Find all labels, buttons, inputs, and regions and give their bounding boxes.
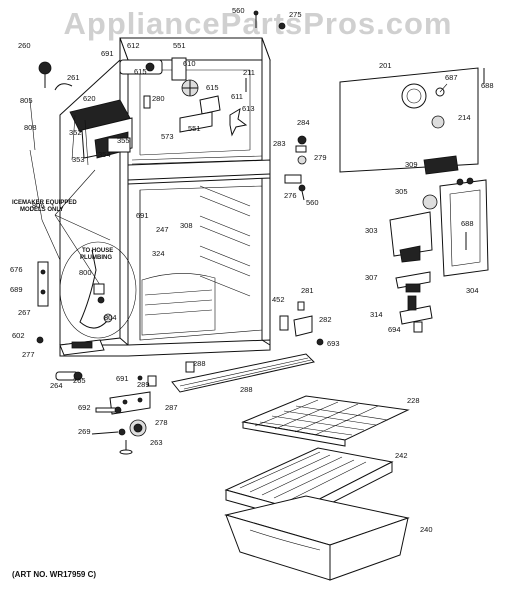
plumbing-note: TO HOUSE PLUMBING bbox=[80, 248, 113, 261]
part-callout-263: 263 bbox=[150, 438, 163, 447]
crisper-drawer bbox=[224, 495, 410, 581]
part-callout-242: 242 bbox=[395, 451, 408, 460]
part-callout-314: 314 bbox=[370, 310, 383, 319]
part-callout-261: 261 bbox=[67, 73, 80, 82]
part-callout-283: 283 bbox=[273, 139, 286, 148]
part-callout-355: 355 bbox=[117, 136, 130, 145]
part-callout-676: 676 bbox=[10, 265, 23, 274]
part-callout-688b: 688 bbox=[461, 219, 474, 228]
part-callout-805: 805 bbox=[20, 96, 33, 105]
part-callout-615a: 615 bbox=[134, 67, 147, 76]
part-callout-352: 352 bbox=[69, 128, 82, 137]
part-callout-354: 354 bbox=[98, 150, 111, 159]
part-callout-308: 308 bbox=[180, 221, 193, 230]
part-callout-688a: 688 bbox=[481, 81, 494, 90]
part-callout-551a: 551 bbox=[173, 41, 186, 50]
part-callout-687: 687 bbox=[445, 73, 458, 82]
part-callout-276: 276 bbox=[284, 191, 297, 200]
part-callout-694: 694 bbox=[388, 325, 401, 334]
part-callout-214: 214 bbox=[458, 113, 471, 122]
part-callout-277: 277 bbox=[22, 350, 35, 359]
part-callout-602: 602 bbox=[12, 331, 25, 340]
part-callout-691a: 691 bbox=[101, 49, 114, 58]
icemaker-assembly bbox=[69, 99, 133, 166]
part-callout-275: 275 bbox=[289, 10, 302, 19]
part-callout-612: 612 bbox=[127, 41, 140, 50]
part-callout-560a: 560 bbox=[232, 6, 245, 15]
icemaker-note-line-2: MODELS ONLY bbox=[20, 207, 63, 213]
part-callout-284: 284 bbox=[297, 118, 310, 127]
art-number: (ART NO. WR17959 C) bbox=[12, 570, 97, 579]
part-callout-260: 260 bbox=[18, 41, 31, 50]
part-callout-309: 309 bbox=[405, 160, 418, 169]
part-callout-269: 269 bbox=[78, 427, 91, 436]
wire-shelf bbox=[241, 395, 410, 447]
part-callout-264: 264 bbox=[50, 381, 63, 390]
part-callout-610: 610 bbox=[183, 59, 196, 68]
part-callout-691b: 691 bbox=[136, 211, 149, 220]
part-callout-560b: 560 bbox=[306, 198, 319, 207]
part-callout-280: 280 bbox=[152, 94, 165, 103]
leader-lines bbox=[29, 99, 111, 286]
part-callout-692: 692 bbox=[78, 403, 91, 412]
part-callout-353: 353 bbox=[72, 155, 85, 164]
bottom-left-parts bbox=[55, 339, 195, 387]
leveling-parts bbox=[91, 391, 151, 455]
part-callout-289: 289 bbox=[137, 380, 150, 389]
hinge-hardware bbox=[279, 301, 324, 346]
icemaker-note: ICEMAKER EQUIPPED MODELS ONLY bbox=[12, 200, 77, 213]
part-callout-288b: 288 bbox=[240, 385, 253, 394]
control-housing bbox=[422, 177, 489, 277]
part-callout-282: 282 bbox=[319, 315, 332, 324]
part-callout-305: 305 bbox=[395, 187, 408, 196]
part-callout-281: 281 bbox=[301, 286, 314, 295]
part-callout-228: 228 bbox=[407, 396, 420, 405]
part-callout-278: 278 bbox=[155, 418, 168, 427]
water-line-assembly bbox=[36, 241, 137, 344]
damper-control bbox=[389, 211, 433, 333]
evaporator-fan-assembly bbox=[119, 57, 248, 137]
plumbing-note-line-1: TO HOUSE bbox=[82, 248, 113, 254]
part-callout-693: 693 bbox=[327, 339, 340, 348]
part-callout-211: 211 bbox=[243, 68, 255, 77]
part-callout-247: 247 bbox=[156, 225, 169, 234]
part-callout-611: 611 bbox=[231, 92, 243, 101]
part-callout-806: 806 bbox=[32, 201, 45, 210]
part-callout-615b: 615 bbox=[206, 83, 219, 92]
base-grille bbox=[171, 353, 315, 393]
part-callout-201: 201 bbox=[379, 61, 392, 70]
icemaker-note-line-1: ICEMAKER EQUIPPED bbox=[12, 200, 77, 206]
control-label bbox=[423, 155, 459, 175]
part-callout-279: 279 bbox=[314, 153, 327, 162]
part-callout-573: 573 bbox=[161, 132, 174, 141]
part-callout-288a: 288 bbox=[193, 359, 206, 368]
part-callout-287: 287 bbox=[165, 403, 178, 412]
part-callout-265: 265 bbox=[73, 376, 86, 385]
top-hardware bbox=[253, 10, 307, 201]
part-callout-689: 689 bbox=[10, 285, 23, 294]
part-callout-240: 240 bbox=[420, 525, 433, 534]
part-callout-620: 620 bbox=[83, 94, 96, 103]
part-callout-808: 808 bbox=[24, 123, 37, 132]
evaporator-cover-panel bbox=[339, 67, 485, 173]
plumbing-note-line-2: PLUMBING bbox=[80, 255, 112, 261]
part-callout-304: 304 bbox=[466, 286, 479, 295]
part-callout-452: 452 bbox=[272, 295, 285, 304]
part-callout-551b: 551 bbox=[188, 124, 201, 133]
part-callout-303: 303 bbox=[365, 226, 378, 235]
cabinet bbox=[59, 37, 271, 357]
fill-tube-fitting bbox=[38, 61, 73, 91]
part-callout-267: 267 bbox=[18, 308, 31, 317]
part-callout-804: 804 bbox=[104, 313, 117, 322]
part-callouts: 560 275 260 612 551 691 610 201 261 615 211 687 688 8… bbox=[10, 6, 494, 534]
part-callout-691c: 691 bbox=[116, 374, 129, 383]
part-callout-324: 324 bbox=[152, 249, 165, 258]
part-callout-800: 800 bbox=[79, 268, 92, 277]
part-callout-613: 613 bbox=[242, 104, 255, 113]
part-callout-307: 307 bbox=[365, 273, 378, 282]
